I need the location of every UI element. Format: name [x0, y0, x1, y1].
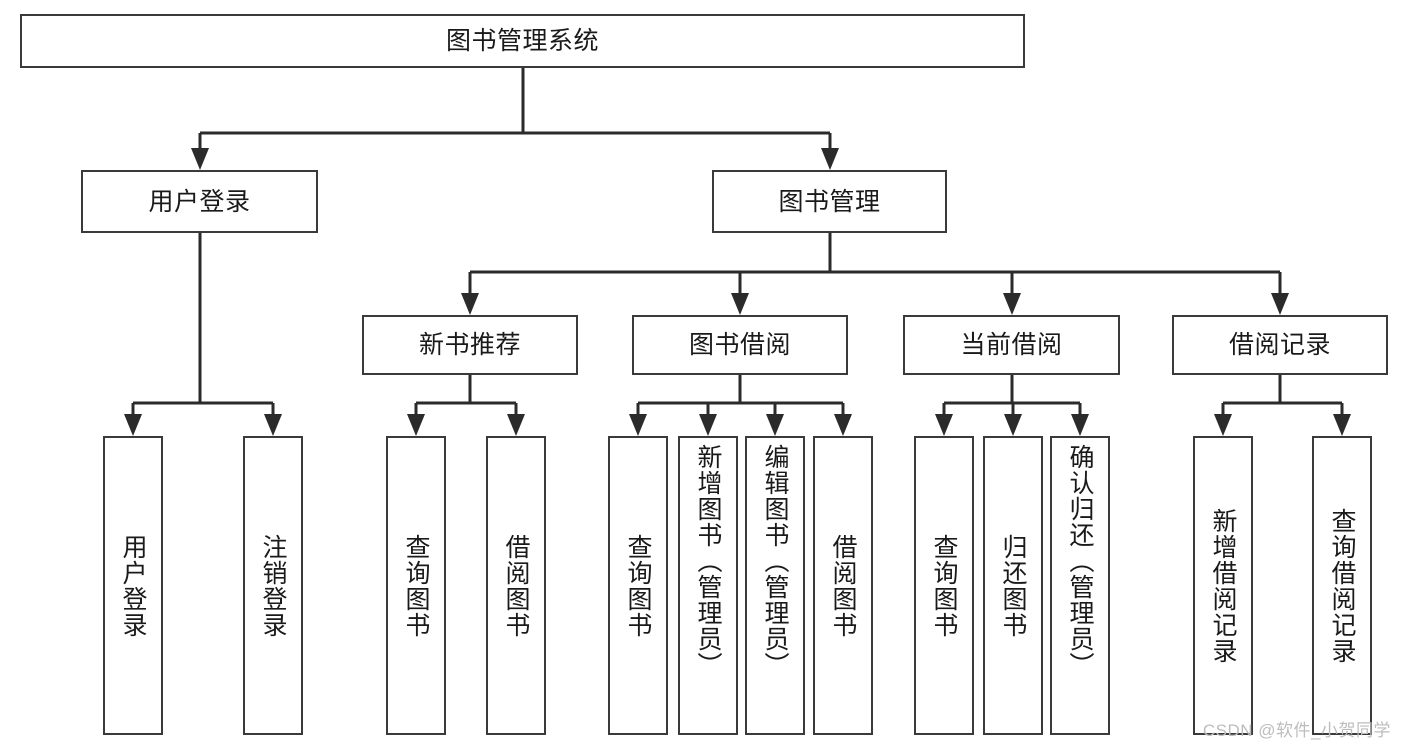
- node-leaf-borrow-book-2[interactable]: 借阅图书: [813, 436, 873, 735]
- arrowhead-leaf-query-book-2: [629, 414, 647, 436]
- arrowhead-leaf-edit-book: [766, 414, 784, 436]
- node-leaf-add-book[interactable]: 新增图书（管理员）: [678, 436, 738, 735]
- node-book-manage[interactable]: 图书管理: [712, 170, 947, 233]
- node-label: 编辑图书（管理员）: [761, 444, 789, 678]
- node-root[interactable]: 图书管理系统: [20, 14, 1025, 68]
- node-leaf-logout[interactable]: 注销登录: [243, 436, 303, 735]
- node-label: 用户登录: [148, 187, 251, 216]
- arrowhead-leaf-query-book-3: [935, 414, 953, 436]
- node-book-borrow[interactable]: 图书借阅: [632, 315, 848, 375]
- node-leaf-return-book[interactable]: 归还图书: [983, 436, 1043, 735]
- node-label: 用户登录: [119, 533, 147, 638]
- node-label: 借阅图书: [829, 533, 857, 638]
- arrowhead-new-book-rec: [461, 293, 479, 315]
- arrowhead-book-manage: [821, 148, 839, 170]
- node-label: 新书推荐: [418, 331, 521, 359]
- node-label: 归还图书: [999, 533, 1027, 638]
- node-borrow-record[interactable]: 借阅记录: [1172, 315, 1388, 375]
- arrowhead-book-borrow: [731, 293, 749, 315]
- node-current-borrow[interactable]: 当前借阅: [903, 315, 1120, 375]
- arrowhead-leaf-borrow-book-2: [834, 414, 852, 436]
- node-new-book-rec[interactable]: 新书推荐: [362, 315, 578, 375]
- node-label: 借阅记录: [1228, 331, 1331, 359]
- arrowhead-leaf-logout: [264, 414, 282, 436]
- node-leaf-edit-book[interactable]: 编辑图书（管理员）: [745, 436, 805, 735]
- node-label: 确认归还（管理员）: [1066, 444, 1094, 678]
- node-label: 新增借阅记录: [1209, 507, 1237, 664]
- node-user-login[interactable]: 用户登录: [81, 170, 318, 233]
- node-label: 查询借阅记录: [1328, 507, 1356, 664]
- node-leaf-user-login[interactable]: 用户登录: [103, 436, 163, 735]
- node-label: 查询图书: [930, 533, 958, 638]
- node-leaf-confirm-return[interactable]: 确认归还（管理员）: [1050, 436, 1110, 735]
- arrowhead-leaf-add-book: [699, 414, 717, 436]
- arrowhead-user-login: [191, 148, 209, 170]
- node-leaf-add-record[interactable]: 新增借阅记录: [1193, 436, 1253, 735]
- node-leaf-query-book-2[interactable]: 查询图书: [608, 436, 668, 735]
- node-label: 借阅图书: [502, 533, 530, 638]
- watermark-label: CSDN @软件_小贺同学: [1202, 721, 1391, 740]
- node-label: 图书管理: [778, 187, 881, 216]
- arrowhead-leaf-confirm-return: [1071, 414, 1089, 436]
- arrowhead-leaf-user-login: [124, 414, 142, 436]
- arrowhead-leaf-query-book-1: [407, 414, 425, 436]
- arrowhead-borrow-record: [1271, 293, 1289, 315]
- node-label: 当前借阅: [960, 331, 1063, 359]
- node-leaf-query-book-3[interactable]: 查询图书: [914, 436, 974, 735]
- node-label: 注销登录: [259, 533, 287, 638]
- arrowhead-leaf-borrow-book-1: [507, 414, 525, 436]
- node-leaf-query-book-1[interactable]: 查询图书: [386, 436, 446, 735]
- node-label: 新增图书（管理员）: [694, 444, 722, 678]
- node-leaf-borrow-book-1[interactable]: 借阅图书: [486, 436, 546, 735]
- arrowhead-leaf-return-book: [1004, 414, 1022, 436]
- node-label: 图书管理系统: [445, 27, 599, 55]
- node-label: 查询图书: [624, 533, 652, 638]
- node-label: 图书借阅: [688, 331, 791, 359]
- node-leaf-query-record[interactable]: 查询借阅记录: [1312, 436, 1372, 735]
- arrowhead-leaf-query-record: [1333, 414, 1351, 436]
- node-label: 查询图书: [402, 533, 430, 638]
- arrowhead-leaf-add-record: [1214, 414, 1232, 436]
- arrowhead-current-borrow: [1003, 293, 1021, 315]
